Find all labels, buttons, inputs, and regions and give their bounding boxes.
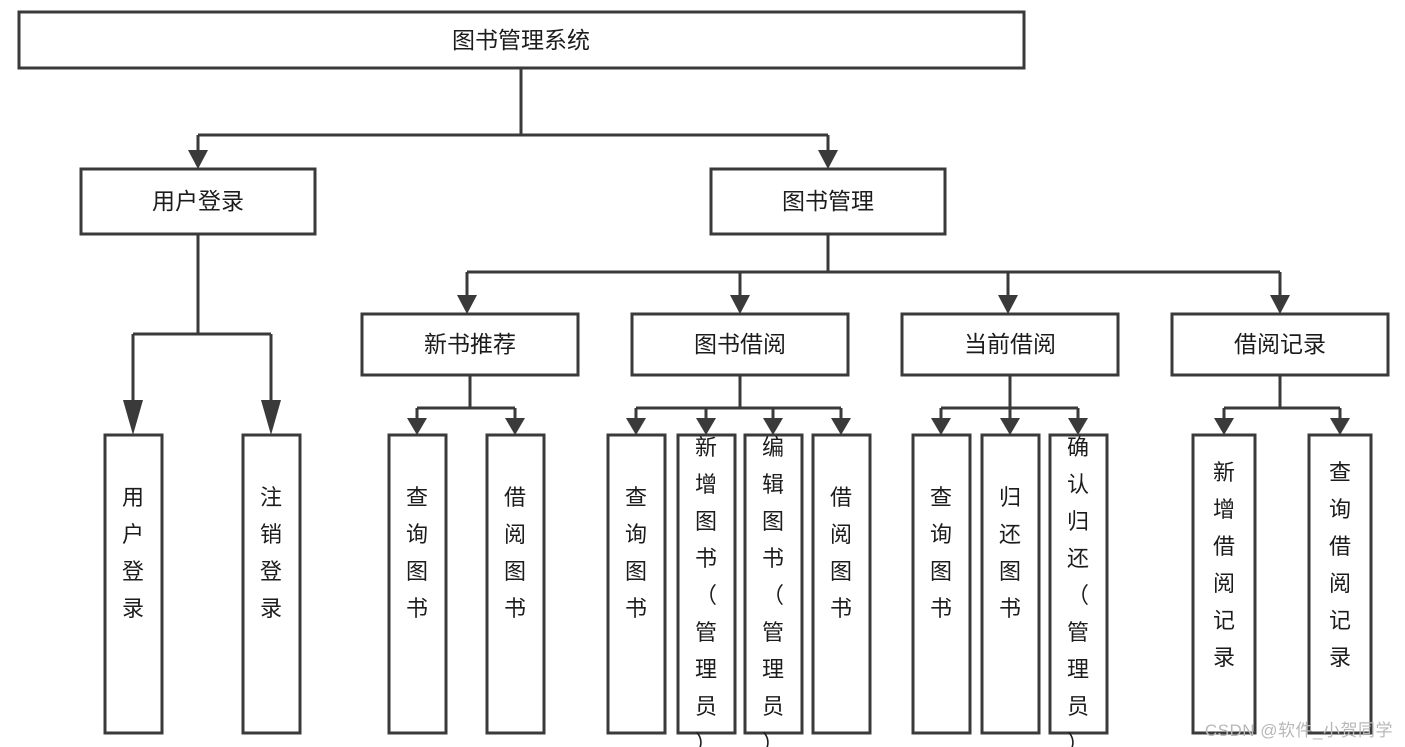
leaf-book-borrow-1-label: 新增图书（管理员）	[695, 435, 717, 747]
node-new-book-recommend-box[interactable]	[360, 312, 580, 377]
leaf-current-borrow-0-box[interactable]	[911, 433, 972, 735]
leaf-book-borrow-1-box[interactable]	[676, 433, 737, 735]
leaf-book-borrow-2-label: 编辑图书（管理员）	[762, 435, 784, 747]
arrow-to-bb-leaf-2	[696, 418, 716, 435]
leaf-new-book-0[interactable]: 查询图书	[387, 433, 448, 735]
connectors	[131, 68, 1342, 418]
leaf-current-borrow-1-box[interactable]	[980, 433, 1041, 735]
leaf-new-book-0-box[interactable]	[387, 433, 448, 735]
arrow-to-leaf-logout	[261, 400, 281, 435]
leaf-new-book-1-label: 借阅图书	[504, 485, 526, 621]
leaf-current-borrow-0[interactable]: 查询图书	[911, 433, 972, 735]
leaf-user-login-0-label: 用户登录	[122, 485, 144, 621]
leaf-book-borrow-3-label: 借阅图书	[830, 485, 852, 621]
leaf-new-book-0-label: 查询图书	[406, 485, 428, 621]
arrow-to-bb-leaf-4	[831, 418, 851, 435]
arrow-heads	[123, 150, 1350, 435]
leaf-borrow-records-0[interactable]: 新增借阅记录	[1191, 433, 1257, 735]
arrow-to-book-mgmt	[818, 150, 838, 169]
leaf-current-borrow-0-label: 查询图书	[930, 485, 952, 621]
node-borrow-records-label: 借阅记录	[1234, 331, 1326, 357]
leaf-book-borrow-3-box[interactable]	[811, 433, 872, 735]
leaf-current-borrow-1-label: 归还图书	[999, 485, 1021, 621]
node-user-login-label: 用户登录	[152, 188, 244, 214]
node-user-login[interactable]: 用户登录	[79, 167, 317, 236]
arrow-to-borrow-records	[1270, 295, 1290, 314]
node-new-book-recommend-label: 新书推荐	[424, 331, 516, 357]
leaf-book-borrow-2-box[interactable]	[743, 433, 804, 735]
arrow-to-cb-leaf-3	[1068, 418, 1088, 435]
node-current-borrow[interactable]: 当前借阅	[900, 312, 1120, 377]
leaf-borrow-records-1-box[interactable]	[1307, 433, 1373, 735]
node-borrow-records[interactable]: 借阅记录	[1170, 312, 1390, 377]
node-root-system-label: 图书管理系统	[452, 27, 590, 53]
node-root-system[interactable]: 图书管理系统	[17, 10, 1026, 70]
leaf-user-login-1-box[interactable]	[241, 433, 302, 735]
csdn-watermark: CSDN @软件_小贺同学	[1204, 721, 1393, 740]
arrow-to-bb-leaf-3	[763, 418, 783, 435]
arrow-to-current-borrow	[998, 295, 1018, 314]
leaf-book-borrow-0-label: 查询图书	[625, 485, 647, 621]
leaf-current-borrow-1[interactable]: 归还图书	[980, 433, 1041, 735]
leaf-book-borrow-3[interactable]: 借阅图书	[811, 433, 872, 735]
leaf-current-borrow-2[interactable]: 确认归还（管理员）	[1048, 433, 1109, 747]
leaf-borrow-records-1-label: 查询借阅记录	[1329, 460, 1351, 670]
arrow-to-br-leaf-2	[1330, 418, 1350, 435]
node-book-borrow-box[interactable]	[630, 312, 850, 377]
node-current-borrow-box[interactable]	[900, 312, 1120, 377]
arrow-to-nb-leaf-2	[505, 418, 525, 435]
node-root-system-box[interactable]	[17, 10, 1026, 70]
leaf-borrow-records-0-label: 新增借阅记录	[1213, 460, 1235, 670]
leaf-current-borrow-2-label: 确认归还（管理员）	[1067, 435, 1089, 747]
leaf-book-borrow-0-box[interactable]	[606, 433, 667, 735]
arrow-to-new-book	[457, 295, 477, 314]
arrow-to-user-login	[188, 150, 208, 169]
leaf-new-book-1-box[interactable]	[485, 433, 546, 735]
leaf-borrow-records-0-box[interactable]	[1191, 433, 1257, 735]
leaf-user-login-1[interactable]: 注销登录	[241, 433, 302, 735]
node-book-management-box[interactable]	[709, 167, 947, 236]
node-current-borrow-label: 当前借阅	[964, 331, 1056, 357]
leaf-user-login-0-box[interactable]	[103, 433, 164, 735]
leaf-book-borrow-0[interactable]: 查询图书	[606, 433, 667, 735]
node-book-management[interactable]: 图书管理	[709, 167, 947, 236]
arrow-to-book-borrow	[730, 295, 750, 314]
leaf-new-book-1[interactable]: 借阅图书	[485, 433, 546, 735]
node-book-management-label: 图书管理	[782, 188, 874, 214]
arrow-to-bb-leaf-1	[626, 418, 646, 435]
node-book-borrow-label: 图书借阅	[694, 331, 786, 357]
leaf-borrow-records-1[interactable]: 查询借阅记录	[1307, 433, 1373, 735]
node-user-login-box[interactable]	[79, 167, 317, 236]
arrow-to-leaf-user-login	[123, 400, 143, 435]
arrow-to-cb-leaf-1	[931, 418, 951, 435]
leaf-current-borrow-2-box[interactable]	[1048, 433, 1109, 735]
node-book-borrow[interactable]: 图书借阅	[630, 312, 850, 377]
leaf-book-borrow-2[interactable]: 编辑图书（管理员）	[743, 433, 804, 747]
arrow-to-br-leaf-1	[1214, 418, 1234, 435]
arrow-to-cb-leaf-2	[1000, 418, 1020, 435]
leaf-user-login-0[interactable]: 用户登录	[103, 433, 164, 735]
leaf-user-login-1-label: 注销登录	[260, 485, 282, 621]
node-borrow-records-box[interactable]	[1170, 312, 1390, 377]
leaf-book-borrow-1[interactable]: 新增图书（管理员）	[676, 433, 737, 747]
arrow-to-nb-leaf-1	[407, 418, 427, 435]
node-new-book-recommend[interactable]: 新书推荐	[360, 312, 580, 377]
